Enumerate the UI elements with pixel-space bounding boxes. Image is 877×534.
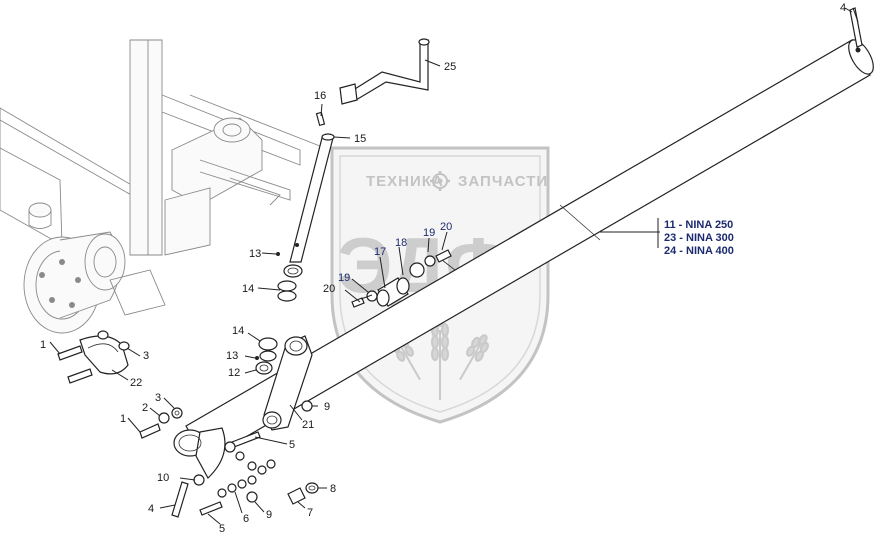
nut-9: [301, 400, 313, 412]
callout-13-upper: 13: [249, 248, 261, 260]
callout-1-upper: 1: [40, 339, 46, 351]
callout-1-lower: 1: [120, 413, 126, 425]
washer-10: [193, 474, 205, 486]
machine-frame: [0, 39, 331, 334]
pin-4-lower: [171, 481, 189, 518]
sleeve-and-nut: [287, 482, 319, 505]
callout-8: 8: [330, 483, 336, 495]
callout-20-lower: 20: [323, 283, 335, 295]
callout-6: 6: [243, 513, 249, 525]
pin-16: [315, 111, 326, 127]
callout-25: 25: [444, 61, 456, 73]
callout-7: 7: [307, 507, 313, 519]
callout-15: 15: [354, 133, 366, 145]
callout-5-upper: 5: [289, 439, 295, 451]
gear-icon: [430, 171, 450, 191]
callout-14-lower: 14: [232, 325, 244, 337]
legend-line-3: 24 - NINA 400: [664, 245, 734, 257]
callout-19-upper: 19: [423, 227, 435, 239]
callout-12: 12: [228, 367, 240, 379]
lever-arm: [262, 335, 313, 431]
hinge-assembly: [351, 249, 456, 308]
watermark-text-right: ЗАПЧАСТИ: [458, 173, 548, 190]
callout-4-top: 4: [840, 2, 846, 14]
dot-13-upper: [276, 252, 280, 256]
callout-9-upper: 9: [324, 401, 330, 413]
callout-13-lower: 13: [226, 350, 238, 362]
callout-19-lower: 19: [338, 272, 350, 284]
bolt-washer-nut: [139, 407, 183, 439]
callout-2: 2: [142, 402, 148, 414]
watermark-text-left: ТЕХНИКА: [366, 173, 444, 190]
wheel-studs: [39, 259, 81, 308]
callout-5-lower: 5: [219, 523, 225, 534]
vertical-tube: [289, 133, 335, 263]
callout-labels: 4 25 16 15 13 14 17 18 19 20 19 20 14 13…: [40, 2, 846, 534]
callout-21: 21: [302, 419, 314, 431]
callout-3-lower: 3: [155, 392, 161, 404]
callout-22: 22: [130, 377, 142, 389]
callout-9-lower: 9: [266, 509, 272, 521]
tube-clamp: [173, 427, 226, 479]
leader-lines: [49, 7, 859, 525]
legend-line-1: 11 - NINA 250: [664, 219, 733, 231]
callout-17: 17: [374, 246, 386, 258]
callout-18: 18: [395, 237, 407, 249]
callout-16: 16: [314, 90, 326, 102]
callout-3-upper: 3: [143, 350, 149, 362]
washer-stack-lower: [255, 337, 278, 375]
bolt-row: [199, 431, 276, 516]
callout-10: 10: [157, 472, 169, 484]
callout-14-upper: 14: [242, 283, 254, 295]
u-bolt: [57, 330, 130, 384]
callout-4-lower: 4: [148, 503, 154, 515]
crank-handle: [339, 38, 430, 105]
callout-20-upper: 20: [440, 221, 452, 233]
model-legend: 11 - NINA 250 23 - NINA 300 24 - NINA 40…: [664, 219, 734, 257]
washer-stack-upper: [277, 264, 303, 302]
legend-line-2: 23 - NINA 300: [664, 232, 734, 244]
